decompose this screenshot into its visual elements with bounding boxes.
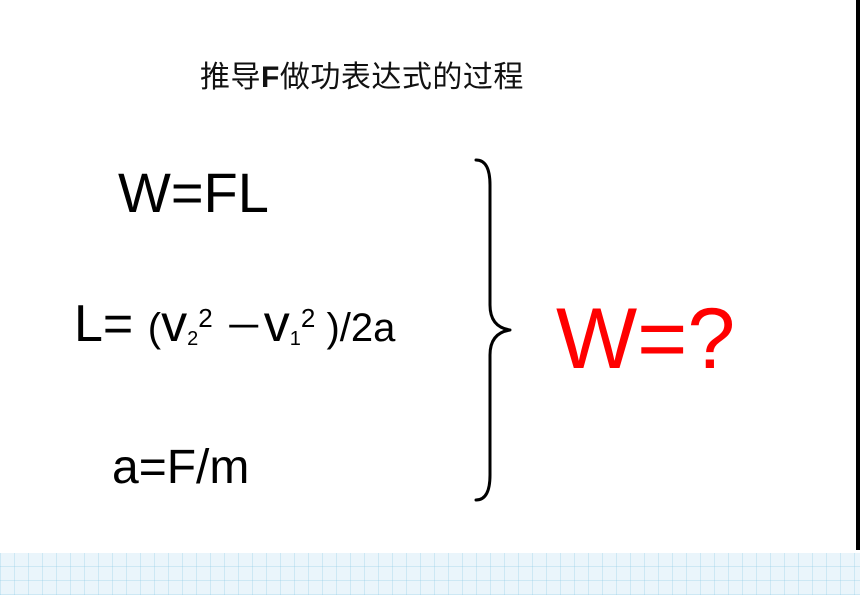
distance-denominator: 2a xyxy=(350,306,396,350)
title-suffix: 做功表达式的过程 xyxy=(279,61,524,94)
distance-v1-superscript: 2 xyxy=(300,303,316,333)
distance-lhs: L= xyxy=(74,295,148,353)
distance-v1-subscript: 1 xyxy=(289,328,301,350)
equation-work: W=FL xyxy=(118,161,269,224)
distance-close-paren-slash: )/ xyxy=(315,306,351,350)
footer-decorative-band xyxy=(0,553,860,595)
distance-open-paren: ( xyxy=(147,306,162,350)
slide-right-border xyxy=(856,0,860,550)
distance-v1: v xyxy=(263,295,290,353)
title-bold-letter: F xyxy=(261,61,280,94)
equation-distance: L= (v22 －v12 )/2a xyxy=(74,294,395,354)
distance-minus: － xyxy=(212,306,264,350)
distance-v2-subscript: 2 xyxy=(187,328,199,350)
right-brace-icon xyxy=(474,158,512,502)
distance-v2-superscript: 2 xyxy=(198,303,213,333)
slide-title: 推导F做功表达式的过程 xyxy=(200,52,620,96)
result-question: W=? xyxy=(556,291,736,387)
title-prefix: 推导 xyxy=(200,61,261,94)
equation-acceleration: a=F/m xyxy=(112,441,250,494)
distance-v2: v xyxy=(161,295,188,353)
